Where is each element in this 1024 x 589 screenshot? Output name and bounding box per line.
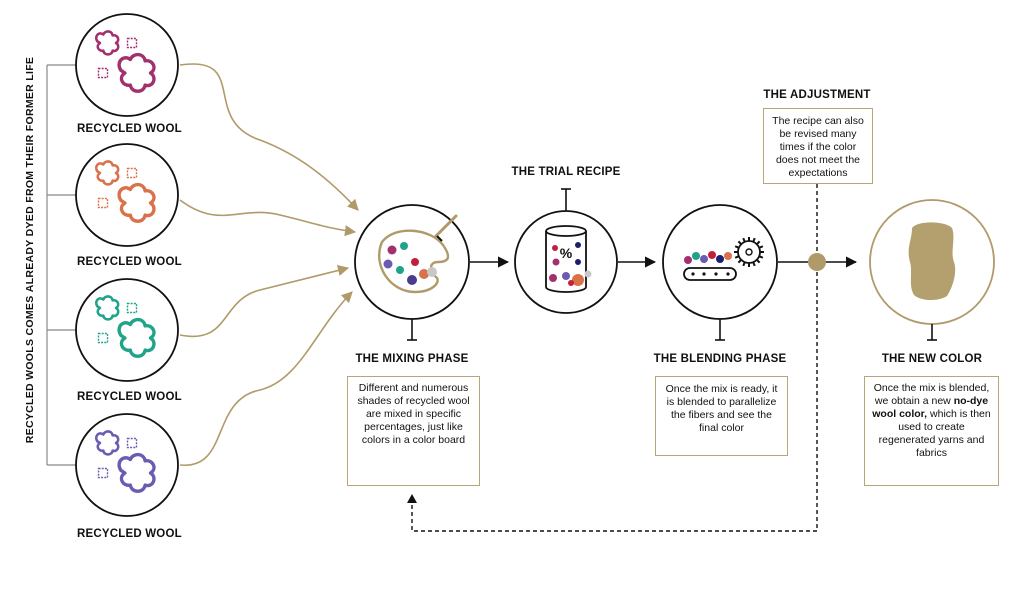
wool-icon-1 (94, 30, 156, 93)
adjustment-description: The recipe can also be revised many time… (763, 108, 873, 184)
adjustment-node (808, 253, 826, 271)
side-label-before: RECYCLED WOOLS COMES (24, 295, 36, 444)
mixing-title: THE MIXING PHASE (355, 353, 469, 365)
feedback-loop (411, 184, 818, 532)
source-circle-2 (75, 143, 179, 247)
flow-arrow-4 (179, 291, 353, 466)
conveyor-icon (683, 251, 737, 281)
side-label: RECYCLED WOOLS COMES ALREADY DYED FROM T… (24, 57, 36, 443)
wool-icon-4 (94, 430, 156, 493)
feedback-arrowhead (407, 494, 417, 503)
source-circle-1 (75, 13, 179, 117)
wool-icons (94, 30, 156, 493)
new-color-text-bold: no-dye wool color, (872, 395, 989, 420)
blending-description: Once the mix is ready, it is blended to … (655, 376, 788, 456)
side-label-bold: ALREADY DYED (24, 205, 36, 293)
side-label-after: FROM THEIR FORMER LIFE (24, 56, 36, 203)
source-bracket (46, 64, 77, 466)
percent-symbol: % (560, 245, 573, 261)
wool-icon-2 (94, 160, 156, 223)
wool-icon-3 (94, 295, 156, 358)
source-label-4: RECYCLED WOOL (77, 528, 182, 540)
source-circle-4 (75, 413, 179, 517)
palette-icon (377, 214, 458, 294)
flow-arrow-1 (179, 63, 359, 211)
source-circles (75, 13, 179, 517)
source-label-1: RECYCLED WOOL (77, 123, 182, 135)
mixing-description: Different and numerous shades of recycle… (347, 376, 480, 486)
new-wool-swatch (908, 222, 956, 301)
source-circle-3 (75, 278, 179, 382)
flow-arrow-2 (179, 199, 357, 237)
new-color-text-before: Once the mix is blended, we obtain a new (873, 382, 990, 407)
adjustment-title: THE ADJUSTMENT (763, 89, 871, 101)
flow-connectors (407, 188, 937, 341)
flow-arrows (179, 63, 359, 466)
source-label-3: RECYCLED WOOL (77, 391, 182, 403)
flow-arrow-3 (179, 265, 350, 338)
new-color-title: THE NEW COLOR (881, 353, 983, 365)
trial-title: THE TRIAL RECIPE (511, 166, 621, 178)
gear-icon (734, 237, 764, 267)
blending-title: THE BLENDING PHASE (653, 353, 787, 365)
jar-icon (545, 225, 592, 293)
source-label-2: RECYCLED WOOL (77, 256, 182, 268)
new-color-description: Once the mix is blended, we obtain a new… (864, 376, 999, 486)
new-color-text-after: which is then used to create regenerated… (878, 408, 991, 459)
